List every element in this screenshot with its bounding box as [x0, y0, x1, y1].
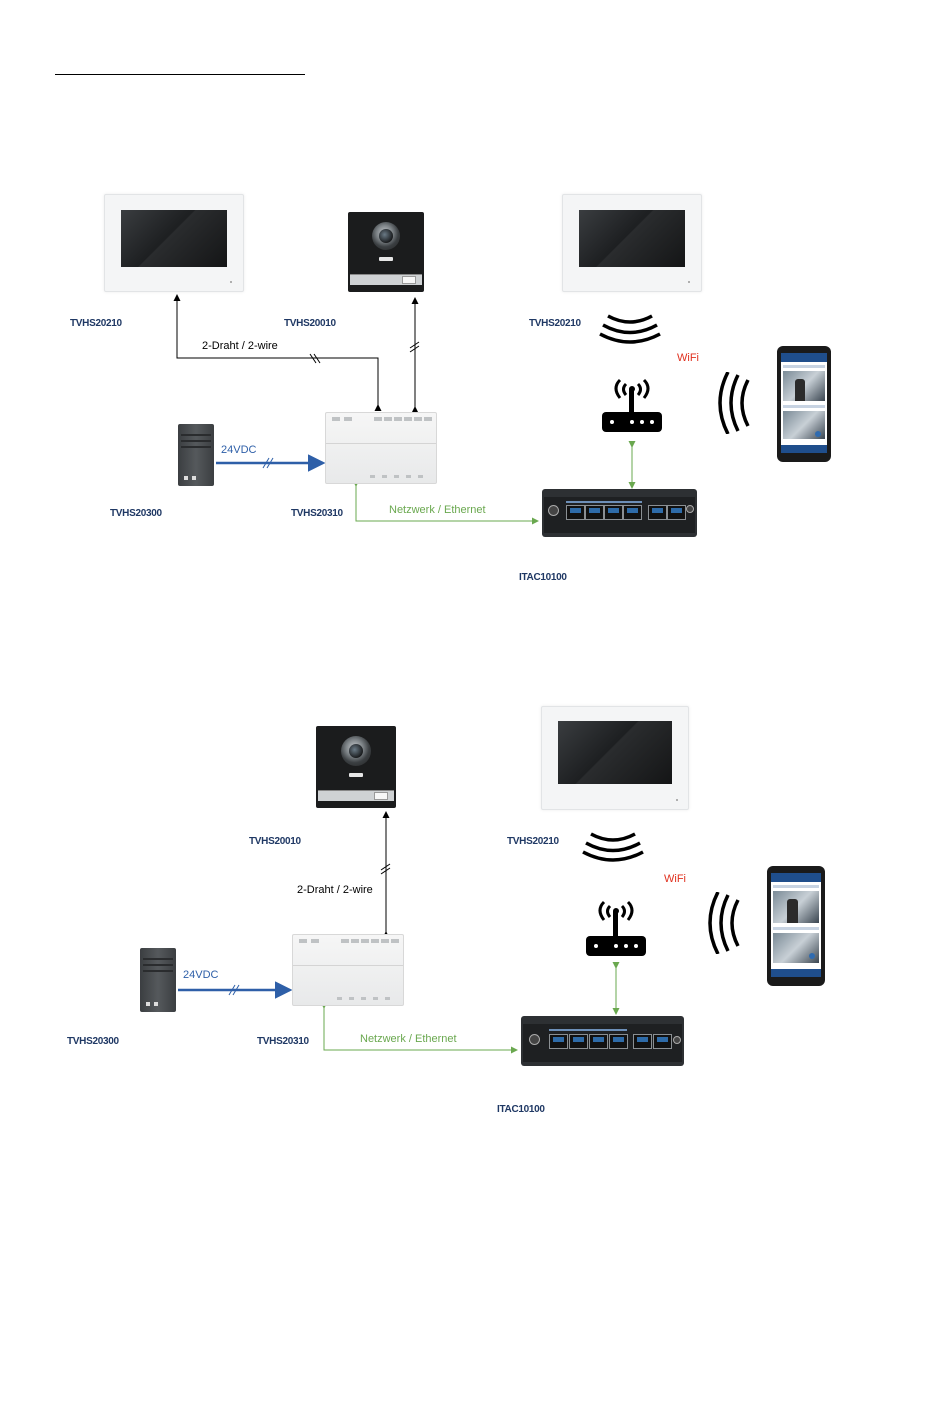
wifi-label: WiFi [664, 873, 686, 885]
controller-label: TVHS20310 [291, 508, 343, 519]
monitor-left-label: TVHS20210 [70, 318, 122, 329]
wireless-signal-icon [716, 372, 752, 434]
wifi-label: WiFi [677, 352, 699, 364]
power-supply-icon [178, 424, 214, 486]
monitor-icon [562, 194, 702, 292]
wireless-signal-icon [706, 892, 742, 954]
power-supply-label: TVHS20300 [67, 1036, 119, 1047]
monitor-icon [104, 194, 244, 292]
monitor-icon [541, 706, 689, 810]
network-switch-icon [542, 489, 697, 537]
monitor-right-label: TVHS20210 [529, 318, 581, 329]
power-supply-icon [140, 948, 176, 1012]
router-icon [586, 896, 646, 958]
header-rule [55, 74, 305, 75]
power-label: 24VDC [183, 969, 218, 981]
two-wire-label: 2-Draht / 2-wire [202, 340, 278, 352]
two-wire-label: 2-Draht / 2-wire [297, 884, 373, 896]
controller-icon [292, 934, 404, 1006]
controller-label: TVHS20310 [257, 1036, 309, 1047]
wireless-signal-icon [581, 826, 645, 862]
monitor-right-label: TVHS20210 [507, 836, 559, 847]
door-station-icon [348, 212, 424, 292]
smartphone-icon [777, 346, 831, 462]
wireless-signal-icon [598, 308, 662, 344]
system-diagram-2: TVHS20010 TVHS20210 2-Draht / 2-wire WiF… [0, 690, 950, 1130]
switch-label: ITAC10100 [497, 1104, 545, 1115]
system-diagram-1: TVHS20210 TVHS20010 TVHS20210 2-Draht / … [0, 180, 950, 600]
door-station-label: TVHS20010 [284, 318, 336, 329]
network-switch-icon [521, 1016, 684, 1066]
router-icon [602, 374, 662, 434]
smartphone-icon [767, 866, 825, 986]
switch-label: ITAC10100 [519, 572, 567, 583]
power-label: 24VDC [221, 444, 256, 456]
controller-icon [325, 412, 437, 484]
door-station-icon [316, 726, 396, 808]
power-supply-label: TVHS20300 [110, 508, 162, 519]
door-station-label: TVHS20010 [249, 836, 301, 847]
network-label: Netzwerk / Ethernet [360, 1033, 457, 1045]
network-label: Netzwerk / Ethernet [389, 504, 486, 516]
